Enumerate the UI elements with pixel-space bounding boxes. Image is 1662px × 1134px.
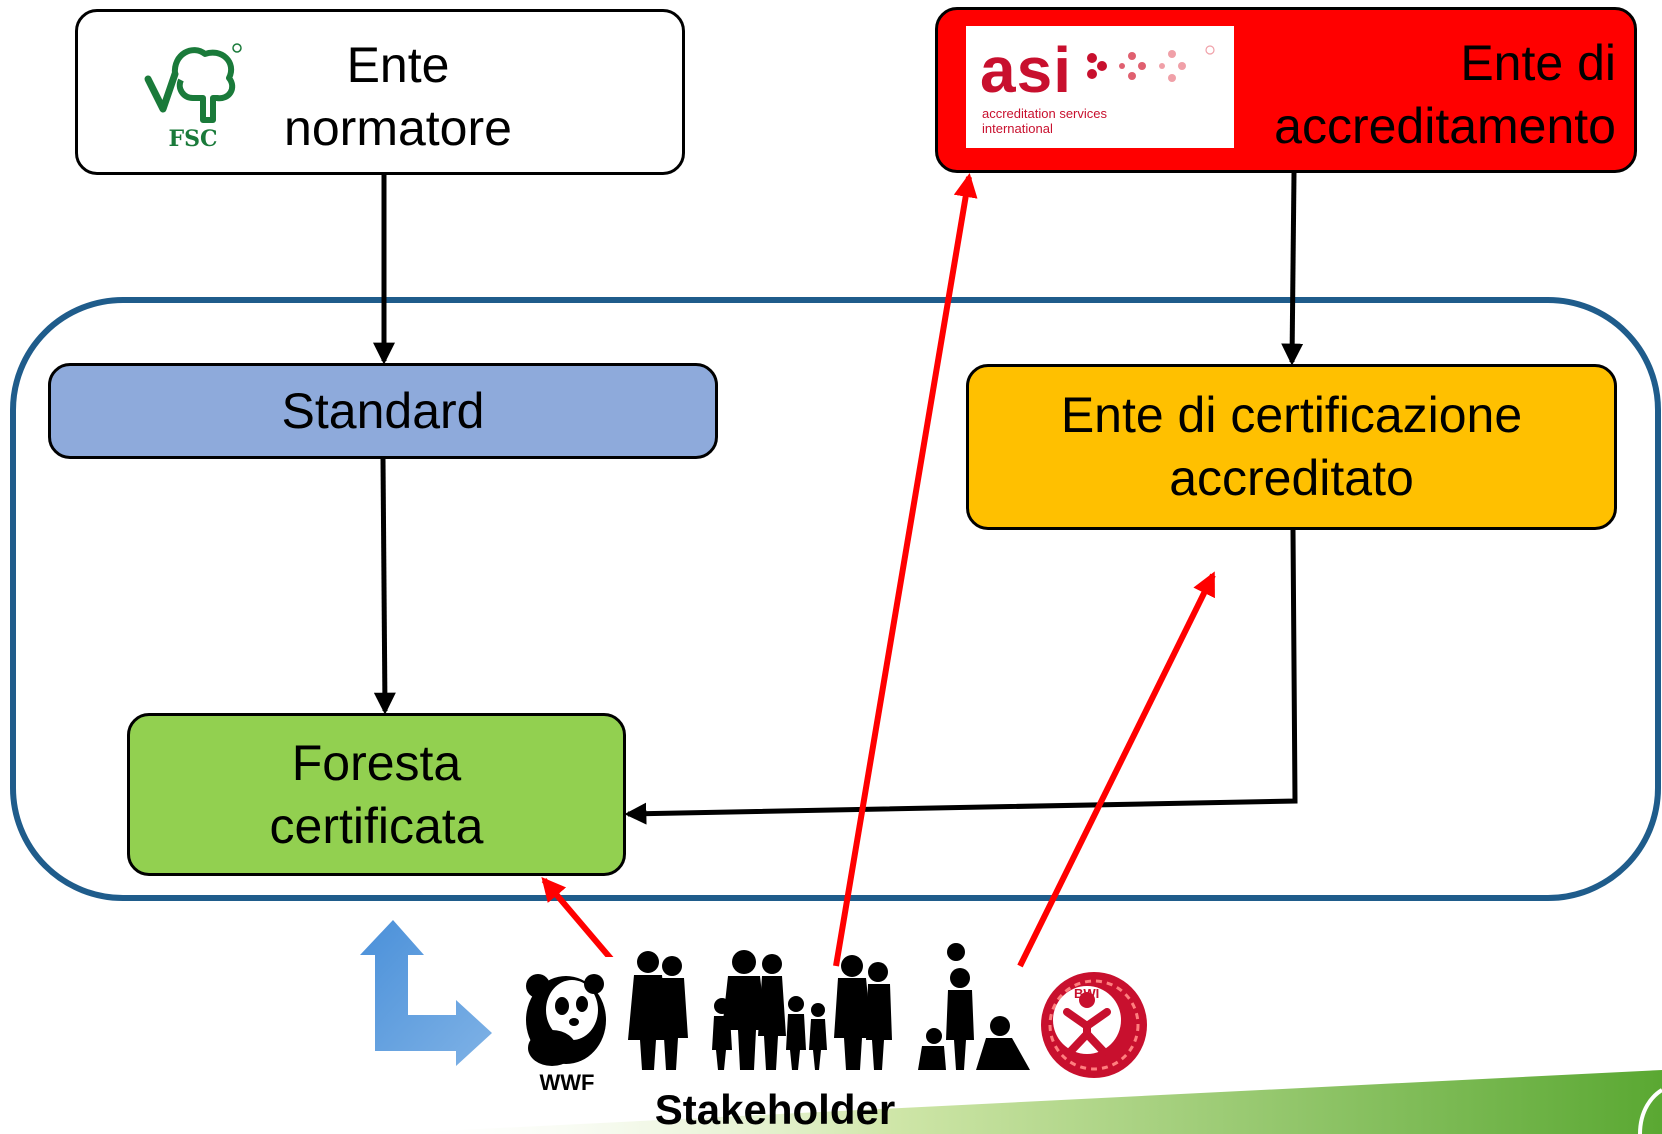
- arrow-stakeholder-to-accreditamento: [833, 173, 978, 967]
- foresta-line1: Foresta: [291, 734, 462, 791]
- asi-logo: asi accreditation services international: [966, 26, 1234, 148]
- arrow-stakeholder-to-ente-cert: [1017, 571, 1216, 968]
- fsc-text: FSC: [168, 126, 217, 152]
- asi-dots-icon: [1087, 45, 1215, 82]
- ente-cert-line2: accreditato: [1169, 450, 1414, 506]
- arrow-accr-to-ente-cert: [1281, 172, 1304, 366]
- decorative-green-band: [380, 1070, 1662, 1134]
- blue-bent-arrow-icon: [360, 920, 492, 1066]
- ente-accreditamento-box: asi accreditation services international…: [935, 7, 1637, 173]
- asi-sub-line1: accreditation services: [982, 106, 1107, 121]
- asi-word: asi: [980, 34, 1072, 106]
- accreditamento-line1: Ente di: [1460, 35, 1616, 91]
- fsc-tree-icon: FSC: [144, 43, 242, 152]
- standard-box: Standard: [48, 363, 718, 459]
- decorative-green-curl: [1638, 1088, 1662, 1134]
- normatore-line1: Ente: [346, 37, 450, 93]
- arrow-standard-to-foresta: [373, 458, 396, 715]
- bwi-text: BWI: [1074, 986, 1099, 1001]
- wwf-panda-logo: WWF: [516, 957, 620, 1100]
- ente-cert-line1: Ente di certificazione: [1060, 387, 1523, 443]
- process-container: [10, 297, 1661, 901]
- normatore-line2: normatore: [284, 100, 512, 156]
- stakeholder-label: Stakeholder: [654, 1086, 896, 1133]
- ente-certificazione-box: Ente di certificazione accreditato: [966, 364, 1617, 530]
- foresta-certificata-box: Foresta certificata: [127, 713, 626, 876]
- arrow-stakeholder-to-foresta: [541, 876, 615, 962]
- accreditamento-line2: accreditamento: [1274, 98, 1616, 154]
- ente-normatore-box: FSC Ente normatore: [75, 9, 685, 175]
- asi-sub-line2: international: [982, 121, 1053, 136]
- wwf-text: WWF: [540, 1070, 595, 1095]
- stakeholder-people-icon: [628, 943, 1030, 1070]
- arrow-ente-cert-to-foresta: [624, 529, 1298, 825]
- foresta-line2: certificata: [269, 797, 484, 854]
- bwi-logo: BWI: [1041, 972, 1147, 1078]
- standard-label: Standard: [281, 382, 485, 439]
